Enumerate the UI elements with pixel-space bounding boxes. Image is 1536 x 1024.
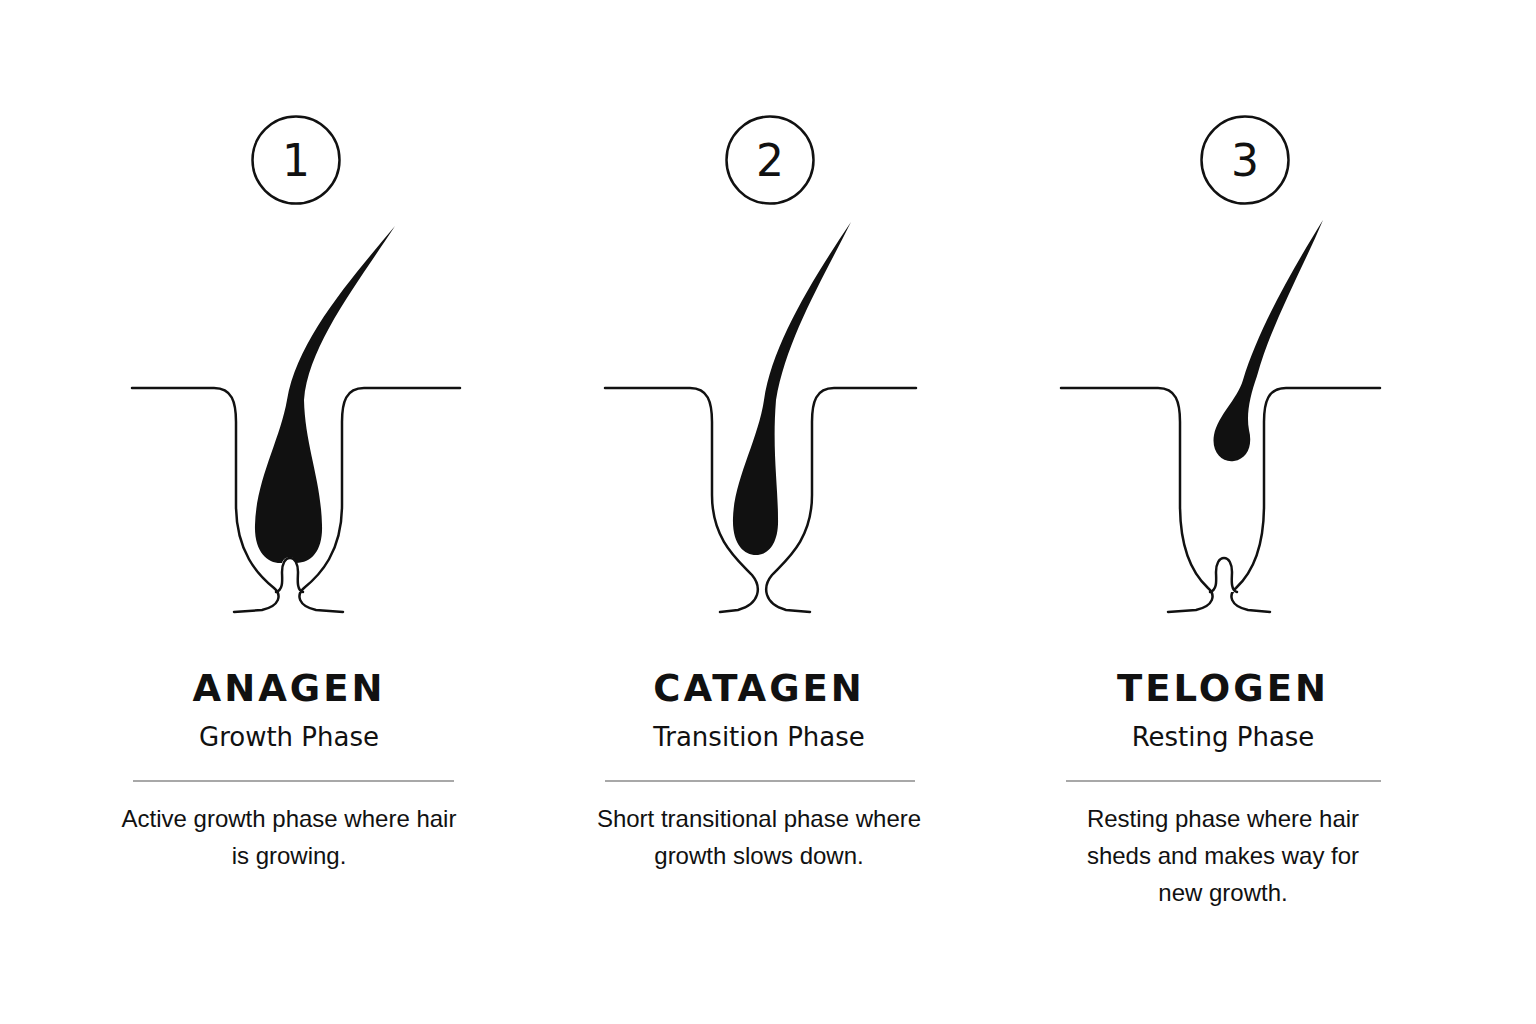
phase-description: Short transitional phase where growth sl… — [589, 800, 929, 874]
callout-number: 3 — [1200, 115, 1290, 205]
divider-line — [133, 780, 454, 782]
callout-number: 1 — [251, 115, 341, 205]
follicle-wall — [605, 388, 758, 612]
phase-subtitle: Resting Phase — [1023, 721, 1423, 753]
club-hair — [1214, 220, 1323, 461]
dermal-papilla — [276, 558, 303, 592]
callout-number: 2 — [725, 115, 815, 205]
follicle-wall — [132, 388, 278, 612]
catagen-follicle — [605, 222, 916, 612]
phase-subtitle: Transition Phase — [559, 721, 959, 753]
phase-name: ANAGEN — [89, 667, 489, 711]
phase-name: TELOGEN — [1023, 667, 1423, 711]
follicle-wall — [766, 388, 916, 612]
follicle-wall — [1232, 388, 1380, 612]
phase-name: CATAGEN — [559, 667, 959, 711]
telogen-follicle — [1061, 220, 1380, 612]
follicle-wall — [300, 388, 460, 612]
divider-line — [1066, 780, 1381, 782]
number-circle: 3 — [1200, 115, 1290, 205]
phase-description: Active growth phase where hair is growin… — [119, 800, 459, 874]
divider-line — [605, 780, 915, 782]
phase-description: Resting phase where hair sheds and makes… — [1063, 800, 1383, 911]
phase-subtitle: Growth Phase — [89, 721, 489, 753]
number-circle: 2 — [725, 115, 815, 205]
dermal-papilla — [1210, 558, 1237, 592]
number-circle: 1 — [251, 115, 341, 205]
follicle-wall — [1061, 388, 1212, 612]
anagen-follicle — [132, 226, 460, 612]
hair-shaft — [255, 226, 395, 563]
